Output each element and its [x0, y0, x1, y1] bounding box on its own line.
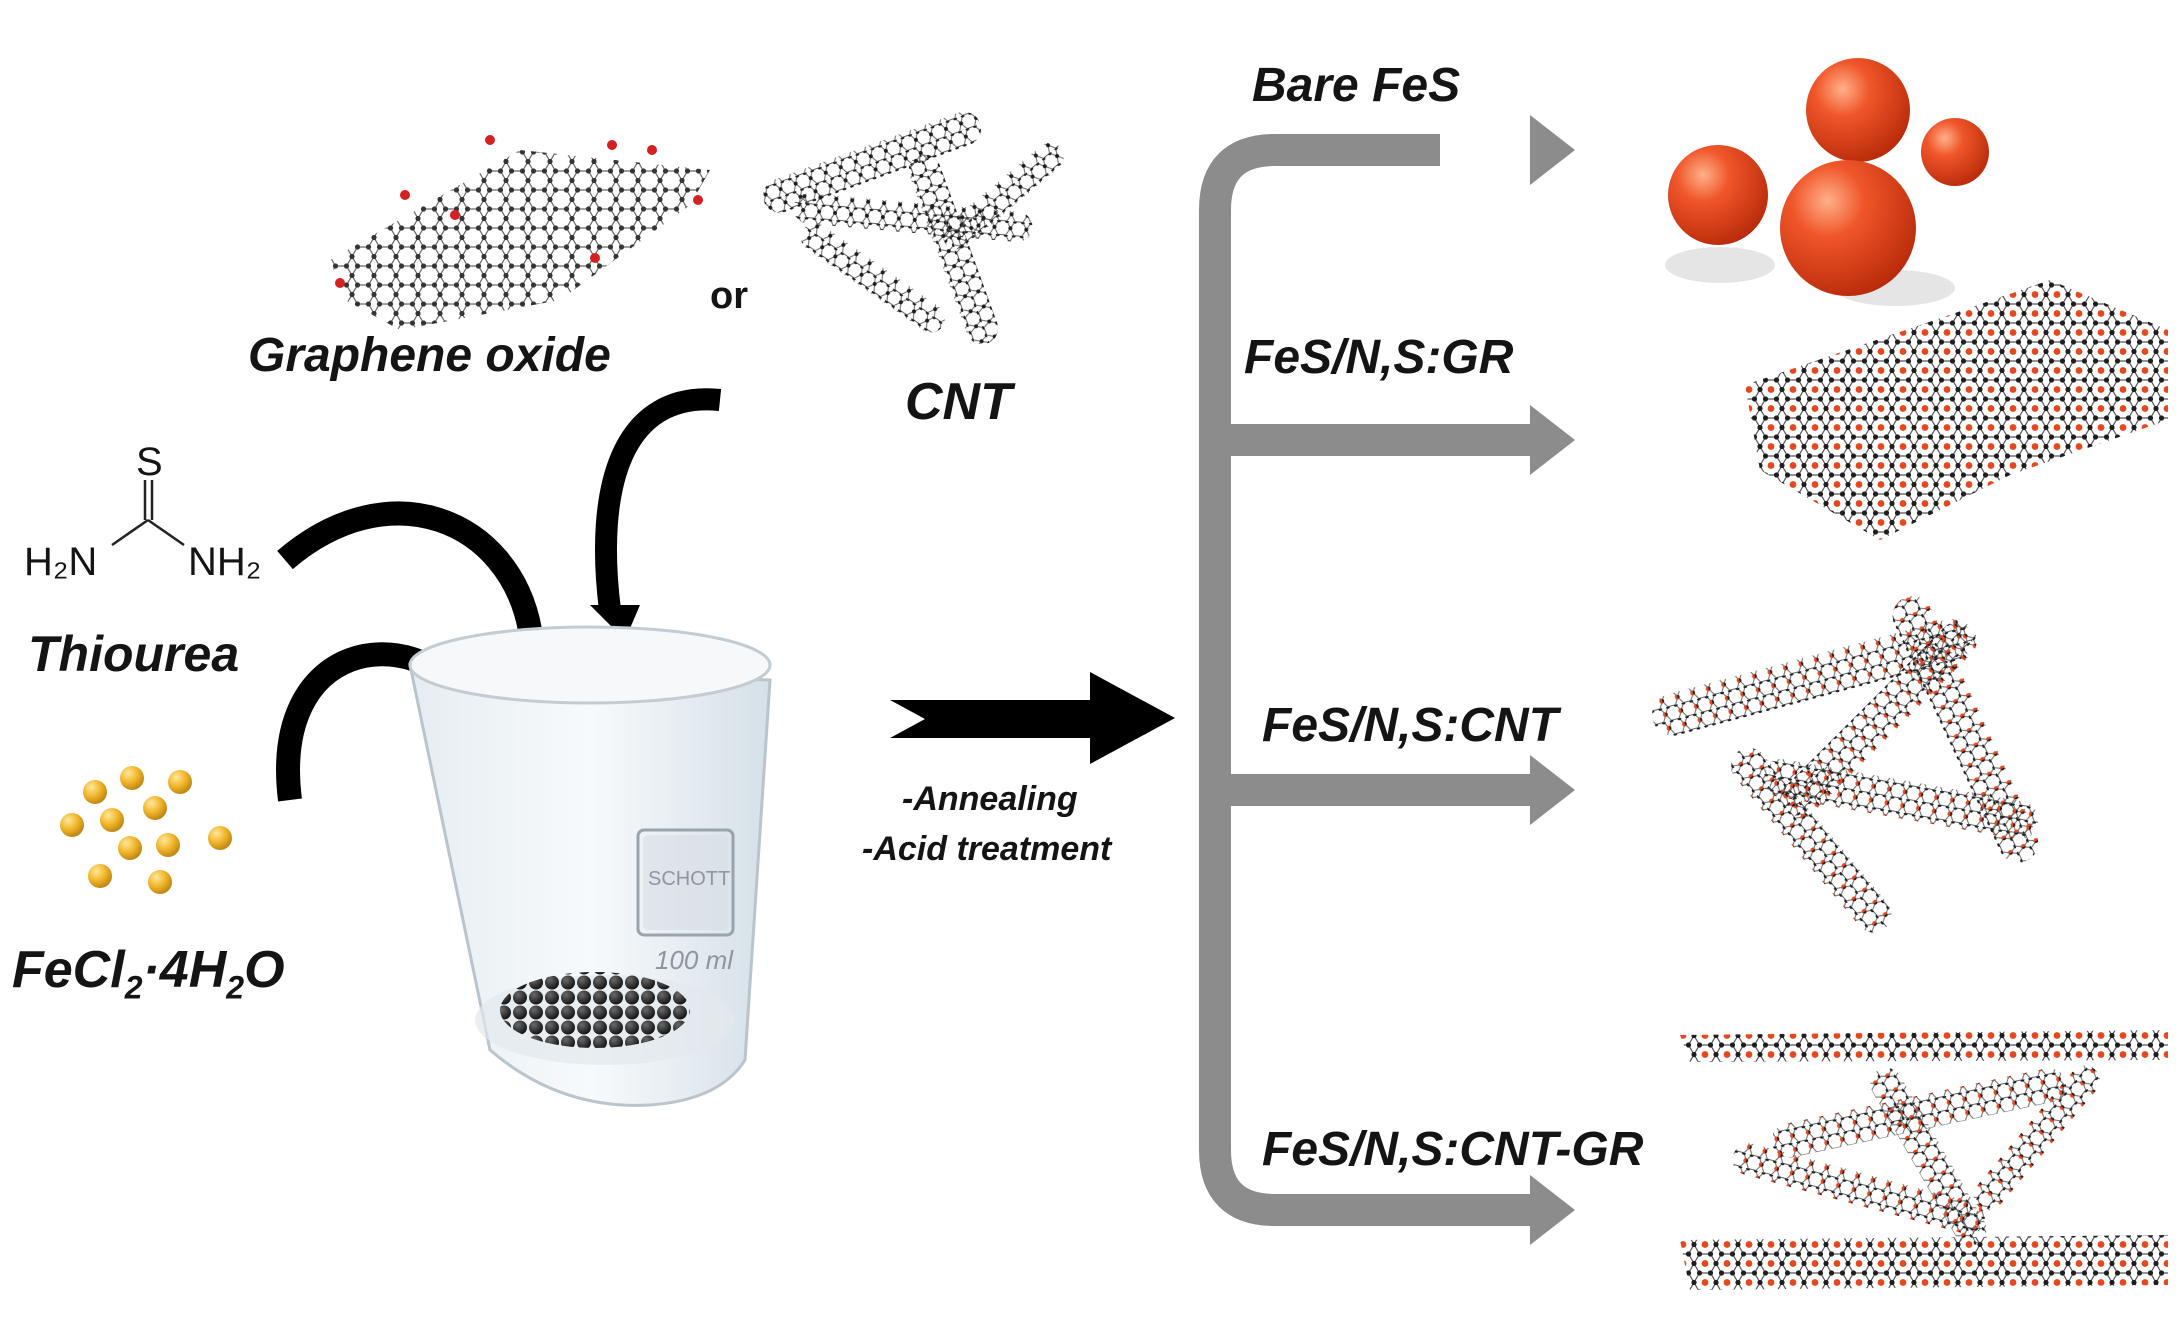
- beaker-volume-label: 100 ml: [655, 945, 734, 975]
- thiourea-s-atom: S: [136, 440, 163, 484]
- cnt-label: CNT: [905, 373, 1012, 431]
- fecl2-main: FeCl: [12, 941, 125, 999]
- fecl2-label: FeCl2·4H2O: [12, 940, 285, 1006]
- product-label-fes-gr: FeS/N,S:GR: [1244, 331, 1514, 384]
- product-label-fes-cnt-gr: FeS/N,S:CNT-GR: [1262, 1123, 1644, 1176]
- fecl2-sub-1: 2: [124, 969, 143, 1006]
- thiourea-label: Thiourea: [28, 626, 240, 682]
- fecl2-mid: ·4H: [142, 941, 227, 999]
- fes-graphene-sheet: [1745, 280, 2168, 540]
- thiourea-structure: [111, 480, 185, 547]
- thiourea-h2n-group: H₂N: [24, 540, 98, 584]
- graphene-oxide-label: Graphene oxide: [248, 329, 611, 382]
- beaker: [408, 625, 772, 1107]
- product-label-fes-cnt: FeS/N,S:CNT: [1262, 699, 1559, 752]
- thiourea-nh2-group: NH₂: [188, 540, 262, 584]
- fecl2-particles: [60, 766, 232, 894]
- fes-cnt-bundle: [1652, 596, 2039, 933]
- acid-treatment-step-label: -Acid treatment: [862, 830, 1112, 868]
- product-label-bare-fes: Bare FeS: [1252, 59, 1461, 112]
- branch-arrowheads: [1530, 115, 1575, 1245]
- beaker-brand-label: SCHOTT: [648, 868, 731, 890]
- fecl2-sub-2: 2: [226, 969, 245, 1006]
- or-label: or: [710, 275, 748, 317]
- process-arrow: [890, 672, 1175, 764]
- branch-bracket: [1199, 134, 1540, 1226]
- bare-fes-spheres: [1665, 58, 1989, 306]
- fecl2-end: O: [244, 941, 285, 999]
- cnt-bundle: [762, 111, 1064, 345]
- annealing-step-label: -Annealing: [902, 780, 1078, 818]
- fes-cnt-graphene-hybrid: [1680, 1030, 2168, 1290]
- graphene-oxide-sheet: [330, 135, 710, 330]
